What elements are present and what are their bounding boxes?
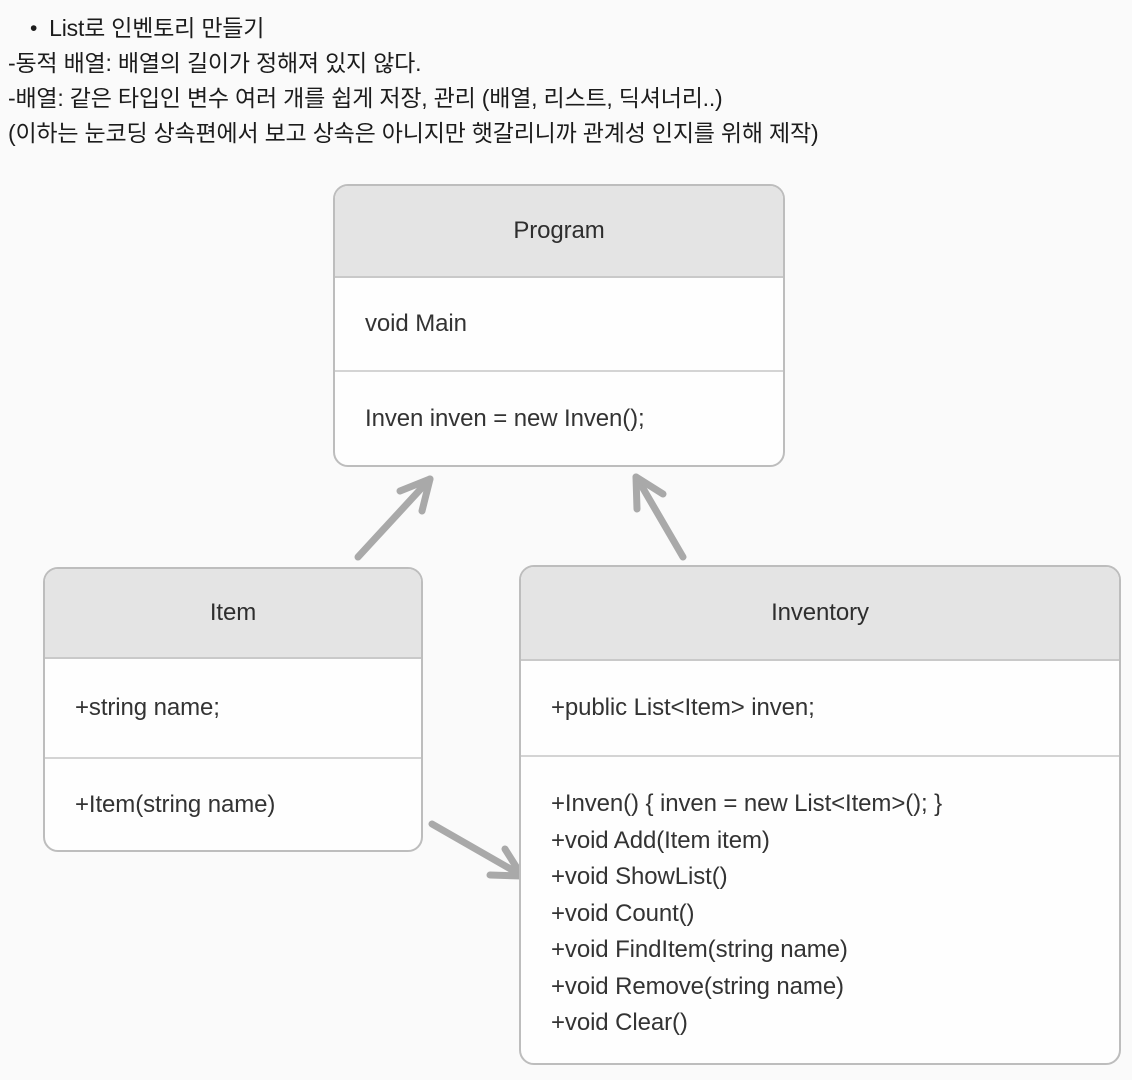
program-body-text: Inven inven = new Inven();: [365, 404, 645, 432]
bullet-icon: •: [30, 17, 38, 40]
inventory-methods-list: +Inven() { inven = new List<Item>(); } +…: [521, 757, 1119, 1063]
program-field-row: void Main: [335, 278, 783, 372]
arrow-item-to-inventory: [428, 820, 526, 880]
item-field-text: +string name;: [75, 694, 220, 721]
item-title: Item: [45, 569, 421, 659]
item-field-row: +string name;: [45, 659, 421, 759]
inventory-method: +void Remove(string name): [551, 972, 844, 1000]
inventory-field-row: +public List<Item> inven;: [521, 661, 1119, 757]
inventory-method: +void Add(Item item): [551, 826, 770, 854]
inventory-method: +void Clear(): [551, 1009, 688, 1036]
inventory-method: +void Count(): [551, 899, 695, 927]
note-line-3: -배열: 같은 타입인 변수 여러 개를 쉽게 저장, 관리 (배열, 리스트,…: [8, 85, 723, 111]
inventory-title: Inventory: [521, 567, 1119, 661]
item-constructor-row: +Item(string name): [45, 759, 421, 850]
inventory-field-text: +public List<Item> inven;: [551, 694, 815, 721]
program-field-text: void Main: [365, 310, 467, 337]
note-line-4: (이하는 눈코딩 상속편에서 보고 상속은 아니지만 햇갈리니까 관계성 인지를…: [8, 120, 819, 146]
note-line-1-text: List로 인벤토리 만들기: [49, 15, 265, 41]
inventory-method: +void FindItem(string name): [551, 936, 848, 963]
arrow-item-to-program: [354, 475, 434, 561]
inventory-method: +void ShowList(): [551, 863, 728, 890]
arrow-inventory-to-program: [632, 473, 687, 561]
item-constructor-text: +Item(string name): [75, 790, 276, 818]
inventory-method: +Inven() { inven = new List<Item>(); }: [551, 790, 943, 817]
class-box-inventory: Inventory +public List<Item> inven; +Inv…: [519, 565, 1121, 1065]
notes-block: • List로 인벤토리 만들기 -동적 배열: 배열의 길이가 정해져 있지 않…: [8, 11, 819, 151]
class-box-item: Item +string name; +Item(string name): [43, 567, 423, 852]
note-line-bullet: • List로 인벤토리 만들기: [8, 11, 818, 46]
program-body-row: Inven inven = new Inven();: [335, 372, 783, 465]
program-title: Program: [335, 186, 783, 278]
note-line-2: -동적 배열: 배열의 길이가 정해져 있지 않다.: [8, 50, 422, 76]
class-box-program: Program void Main Inven inven = new Inve…: [333, 184, 785, 467]
